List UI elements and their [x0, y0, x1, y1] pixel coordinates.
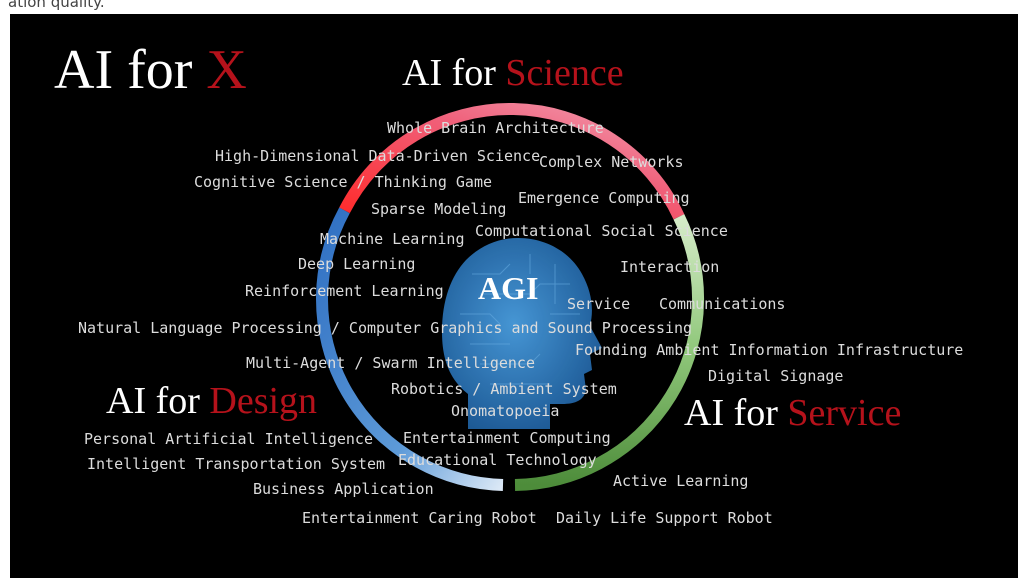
term-ambient-infrastructure: Founding Ambient Information Infrastruct… — [575, 341, 964, 359]
ring-arc-design — [316, 207, 504, 491]
term-deep-learning: Deep Learning — [298, 255, 416, 273]
term-multi-agent: Multi-Agent / Swarm Intelligence — [246, 354, 535, 372]
center-label-agi: AGI — [478, 270, 539, 306]
title-ai-for-design: AI for Design — [106, 380, 318, 422]
header-text: ation quality. — [8, 0, 105, 11]
term-service: Service — [567, 295, 631, 313]
term-onomatopoeia: Onomatopoeia — [451, 402, 560, 420]
head-silhouette-icon — [442, 238, 602, 429]
term-entertainment-computing: Entertainment Computing — [403, 429, 611, 447]
term-computational-social-science: Computational Social Science — [475, 222, 728, 240]
title-ai-for-service: AI for Service — [684, 392, 902, 434]
term-active-learning: Active Learning — [613, 472, 749, 490]
term-intelligent-transportation: Intelligent Transportation System — [87, 455, 386, 473]
term-emergence-computing: Emergence Computing — [518, 189, 690, 207]
term-interaction: Interaction — [620, 258, 720, 276]
term-nlp-graphics-sound: Natural Language Processing / Computer G… — [78, 319, 693, 337]
slide: AI for X AI for Science AI for Design AI… — [10, 14, 1018, 578]
header-strip: ation quality. — [0, 0, 1018, 14]
term-business-application: Business Application — [253, 480, 434, 498]
term-high-dimensional-science: High-Dimensional Data-Driven Science — [215, 147, 541, 165]
term-robotics-ambient: Robotics / Ambient System — [391, 380, 617, 398]
term-personal-ai: Personal Artificial Intelligence — [84, 430, 373, 448]
title-ai-for-x: AI for X — [54, 39, 247, 101]
term-whole-brain-architecture: Whole Brain Architecture — [387, 119, 604, 137]
term-digital-signage: Digital Signage — [708, 367, 844, 385]
term-daily-life-support-robot: Daily Life Support Robot — [556, 509, 773, 527]
ring-diagram — [316, 103, 704, 491]
term-educational-technology: Educational Technology — [398, 451, 597, 469]
term-complex-networks: Complex Networks — [539, 153, 684, 171]
term-reinforcement-learning: Reinforcement Learning — [245, 282, 444, 300]
ring-arc-service — [514, 214, 704, 491]
ring-arc-science — [339, 103, 685, 220]
term-sparse-modeling: Sparse Modeling — [371, 200, 507, 218]
term-entertainment-caring-robot: Entertainment Caring Robot — [302, 509, 537, 527]
term-cognitive-science: Cognitive Science / Thinking Game — [194, 173, 493, 191]
term-machine-learning: Machine Learning — [320, 230, 465, 248]
title-ai-for-science: AI for Science — [402, 52, 624, 94]
term-communications: Communications — [659, 295, 786, 313]
